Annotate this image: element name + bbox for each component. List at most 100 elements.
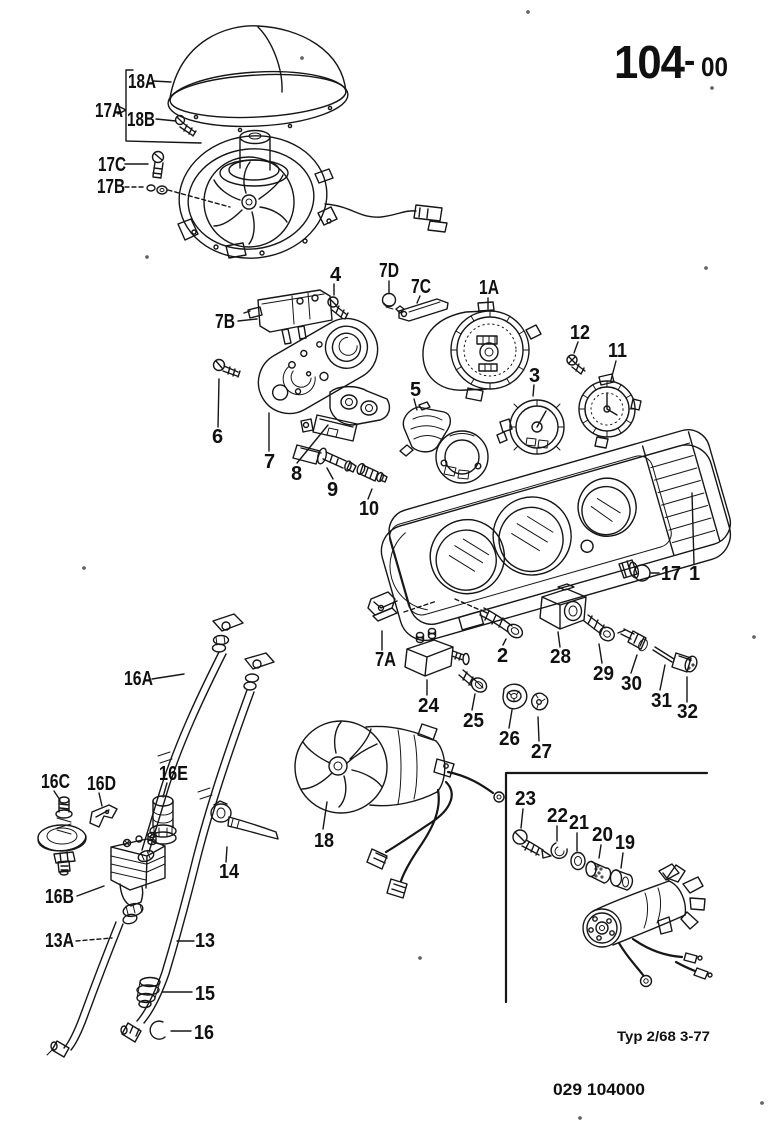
callout-9: 9 <box>327 479 338 501</box>
callout-23: 23 <box>515 788 536 810</box>
part-housing-5 <box>399 401 452 457</box>
callout-17b: 17B <box>97 176 125 198</box>
callout-21: 21 <box>569 812 589 834</box>
callout-7c: 7C <box>411 276 431 298</box>
callout-labels: 18A 17A 18B 17C 17B 4 7D 7C 1A 7B 12 11 … <box>41 71 700 1044</box>
callout-7b: 7B <box>215 311 235 333</box>
callout-27: 27 <box>531 741 552 763</box>
inset-box <box>504 771 709 1004</box>
callout-13a: 13A <box>45 930 74 952</box>
part-washer-17B <box>146 184 168 195</box>
part-speedometer <box>422 301 542 402</box>
part-screw-29 <box>583 614 615 642</box>
callout-28: 28 <box>550 646 571 668</box>
part-washer-22 <box>550 842 568 860</box>
part-screw-6 <box>212 358 241 378</box>
part-stem-9 <box>292 444 357 473</box>
page-footer: Typ 2/68 3-77 029 104000 <box>553 1029 710 1099</box>
scan-specks <box>82 10 764 1120</box>
callout-16e: 16E <box>159 763 188 785</box>
page-number-suffix: 00 <box>701 52 728 82</box>
callout-11: 11 <box>608 340 627 362</box>
callout-18a: 18A <box>128 71 156 93</box>
part-dome-cover <box>167 25 349 133</box>
callout-26: 26 <box>499 728 520 750</box>
part-sleeve-20 <box>585 860 612 884</box>
part-grommet-26 <box>502 683 528 710</box>
callout-13: 13 <box>195 930 215 952</box>
page-number-main: 104 <box>614 36 685 88</box>
part-strap-14 <box>210 800 279 840</box>
part-screw-17C <box>151 150 165 179</box>
part-clip-16D <box>89 804 118 828</box>
part-screw-4 <box>327 296 349 320</box>
part-screw-25 <box>458 669 488 693</box>
part-lamp-carrier-8 <box>300 385 391 442</box>
callout-20: 20 <box>592 824 613 846</box>
part-cap-19 <box>609 869 634 891</box>
part-block-16B <box>110 831 166 925</box>
callout-16d: 16D <box>87 773 116 795</box>
part-stud-10 <box>356 462 388 483</box>
part-screw-23 <box>512 829 552 859</box>
part-cable-13A <box>46 921 124 1058</box>
callout-32: 32 <box>677 701 698 723</box>
footer-part-code: 029 104000 <box>553 1080 645 1099</box>
part-motor <box>582 863 713 988</box>
part-fuel-gauge <box>496 399 565 455</box>
part-nut-27 <box>530 692 549 711</box>
part-stem-30 <box>617 628 648 652</box>
part-bushing-21 <box>570 851 586 871</box>
callout-18: 18 <box>314 830 334 852</box>
callout-4: 4 <box>330 264 342 286</box>
part-pin-31 <box>652 646 675 663</box>
callout-5: 5 <box>410 379 421 401</box>
part-lever-7C <box>395 298 449 322</box>
callout-17c: 17C <box>98 154 126 176</box>
callout-7d: 7D <box>379 260 399 282</box>
callout-1: 1 <box>689 563 700 585</box>
part-switch-28 <box>539 583 587 630</box>
part-screw-12 <box>566 354 586 375</box>
callout-2: 2 <box>497 645 508 667</box>
callout-19: 19 <box>615 832 635 854</box>
callout-8: 8 <box>291 463 302 485</box>
callout-3: 3 <box>529 365 540 387</box>
callout-22: 22 <box>547 805 568 827</box>
part-bezel-ring <box>435 430 489 484</box>
callout-17a: 17A <box>95 100 123 122</box>
callout-1a: 1A <box>479 277 499 299</box>
part-mounting-plate <box>257 317 379 415</box>
footer-type-note: Typ 2/68 3-77 <box>617 1029 710 1044</box>
part-sender-16C <box>37 796 87 876</box>
callout-15: 15 <box>195 983 215 1005</box>
part-screw-2 <box>479 607 524 639</box>
part-switch-7B <box>243 289 333 345</box>
part-grommet-15 <box>136 976 161 1009</box>
part-screw-18B <box>174 114 197 137</box>
callout-30: 30 <box>621 673 642 695</box>
page-number-separator: - <box>684 42 695 80</box>
callout-24: 24 <box>418 695 440 717</box>
callout-14: 14 <box>219 861 240 883</box>
part-clock <box>578 373 642 449</box>
part-bulb-17 <box>618 559 651 582</box>
callout-6: 6 <box>212 426 223 448</box>
callout-25: 25 <box>463 710 484 732</box>
part-cap-7D <box>381 292 397 310</box>
page-number: 104 - 00 <box>614 36 728 88</box>
callout-31: 31 <box>651 690 672 712</box>
callout-16c: 16C <box>41 771 70 793</box>
part-switch-24 <box>404 627 470 677</box>
callout-7a: 7A <box>375 649 396 671</box>
part-fan-assembly <box>177 129 448 259</box>
callout-16: 16 <box>194 1022 214 1044</box>
callout-29: 29 <box>593 663 614 685</box>
callout-7: 7 <box>264 451 275 473</box>
part-blower-fan <box>294 720 505 899</box>
callout-12: 12 <box>570 322 590 344</box>
callout-16a: 16A <box>124 668 153 690</box>
part-clip-16 <box>149 1020 166 1040</box>
